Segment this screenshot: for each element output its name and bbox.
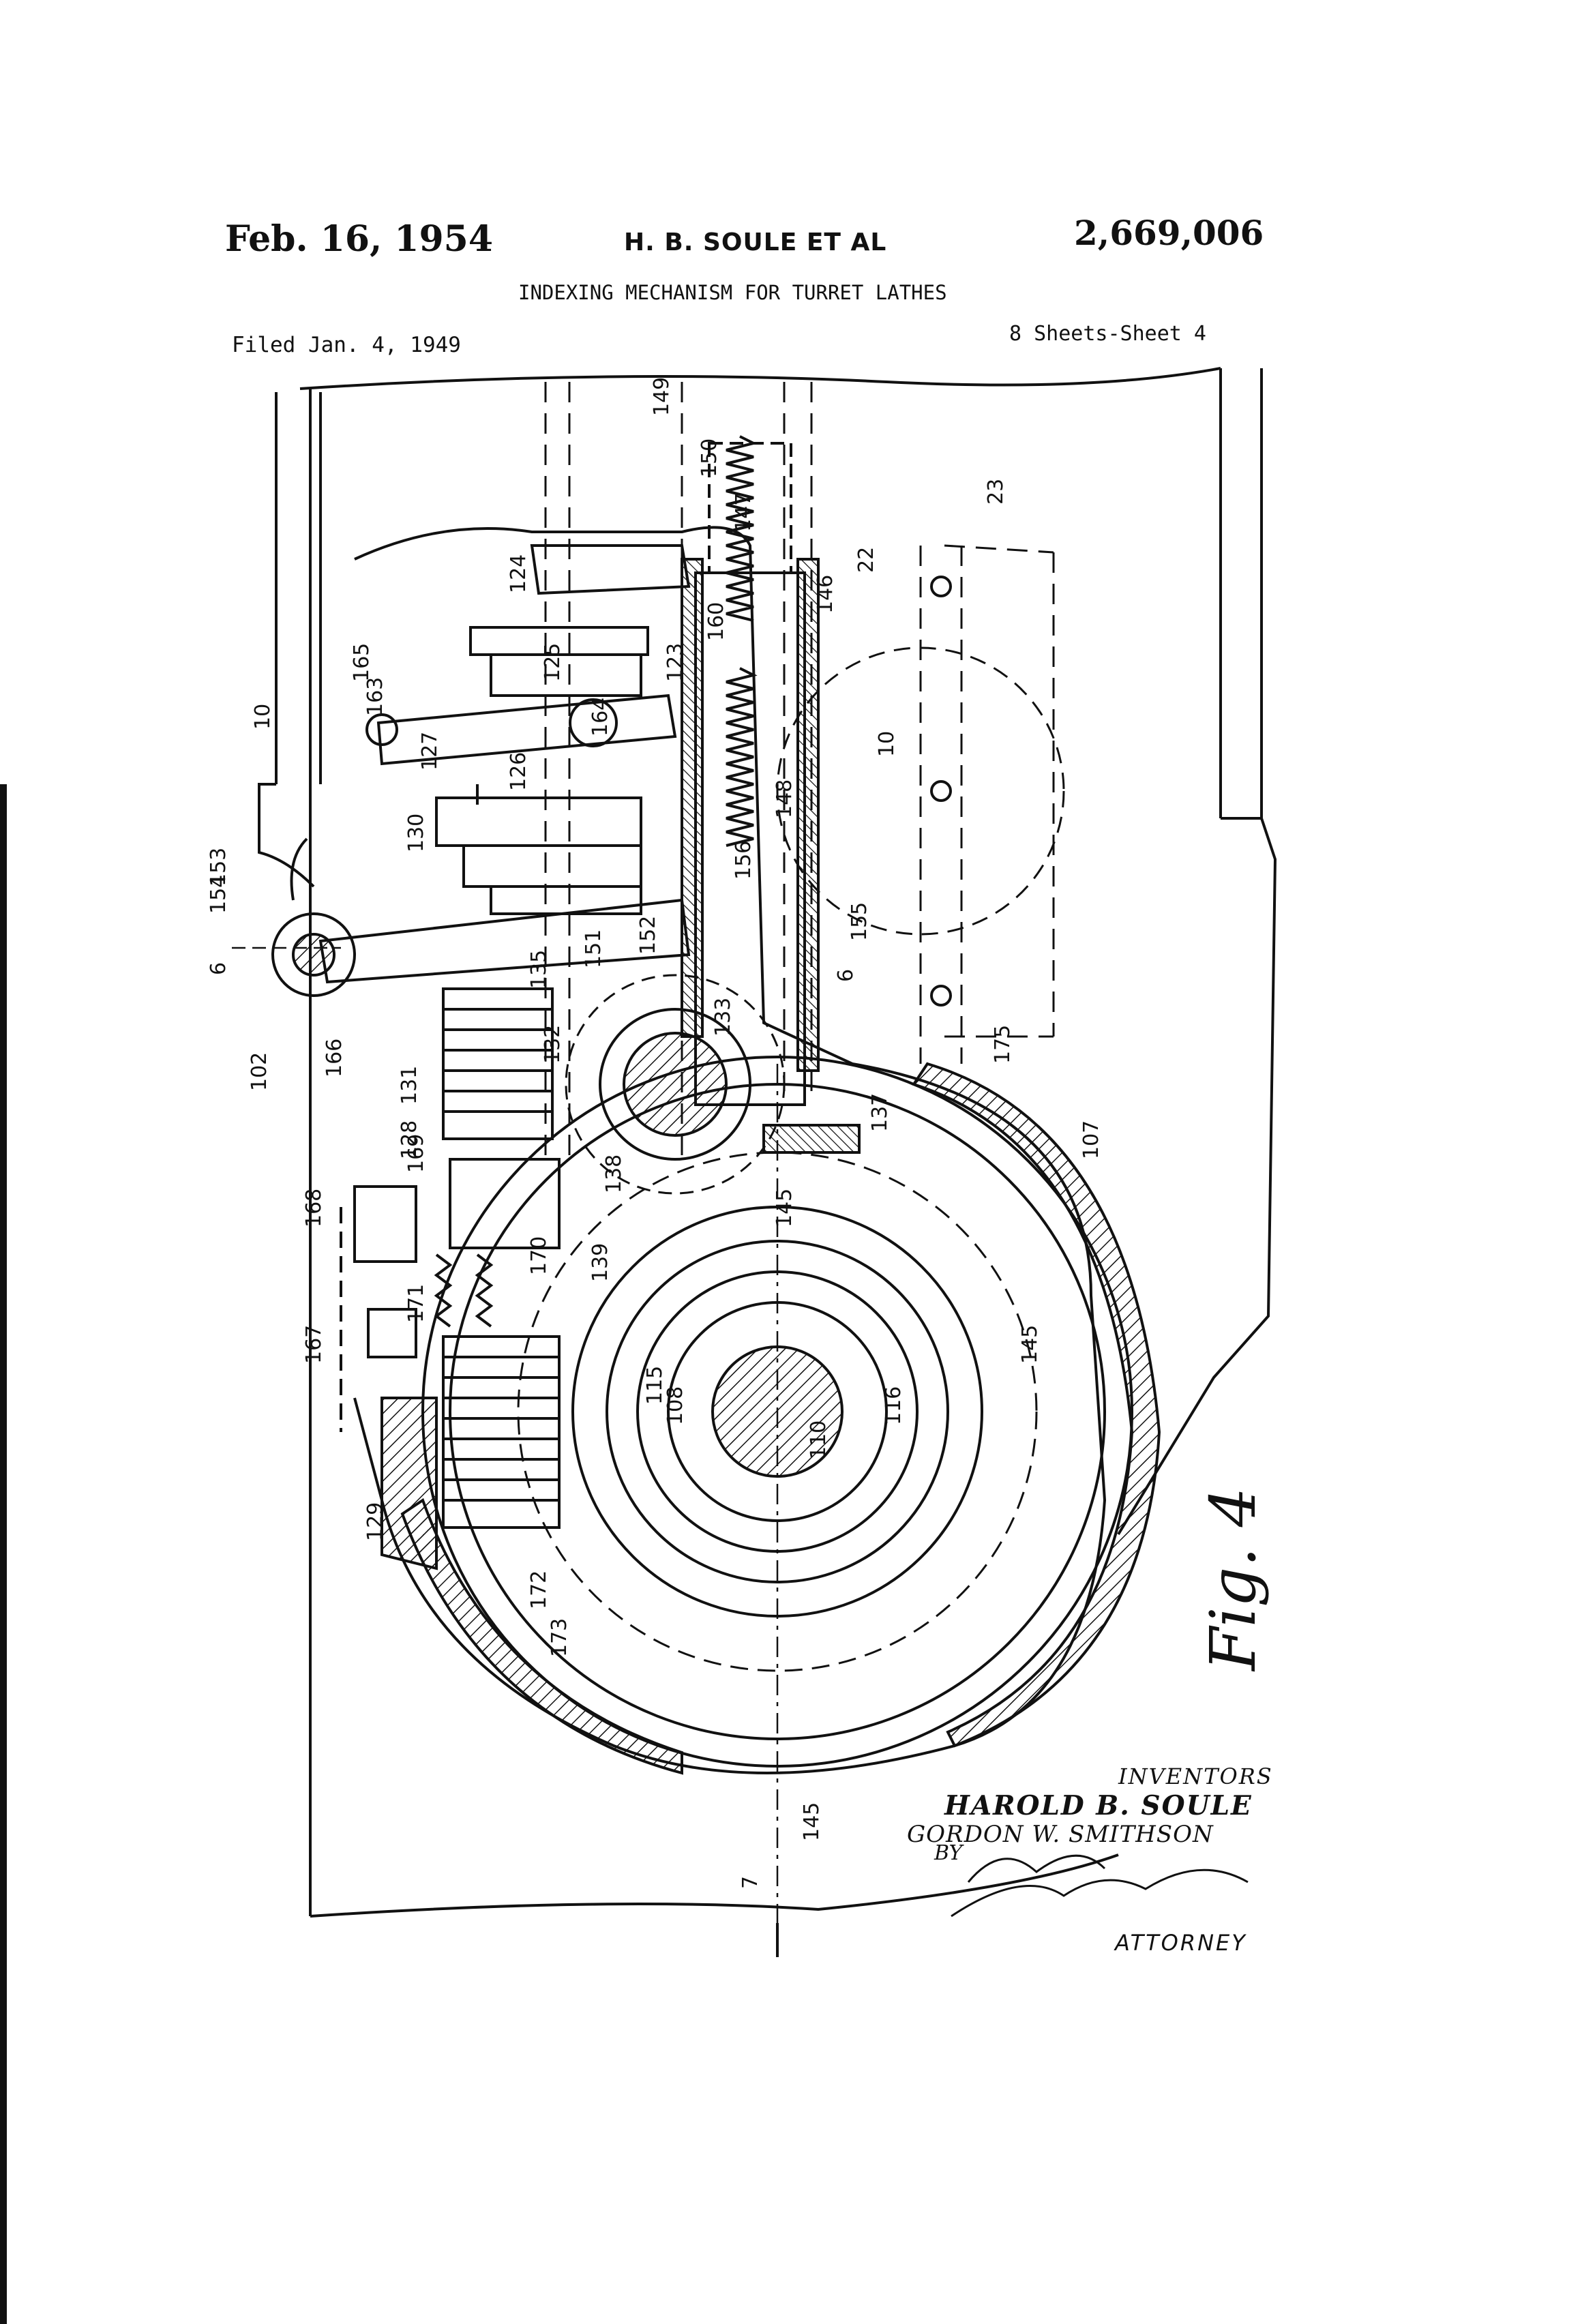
reference-numeral: 172 [527, 1570, 551, 1609]
by-label: BY [934, 1841, 962, 1865]
reference-numeral: 147 [732, 493, 756, 532]
reference-numeral: 130 [404, 814, 428, 852]
figure-label: Fig. 4 [1197, 1487, 1270, 1672]
reference-numeral: 145 [1018, 1325, 1042, 1364]
inventors-heading: INVENTORS [1118, 1763, 1273, 1789]
reference-numeral: 148 [773, 779, 796, 818]
reference-numeral: 156 [732, 841, 756, 880]
reference-numeral: 7 [738, 1876, 762, 1889]
reference-numeral: 110 [807, 1420, 831, 1459]
reference-numeral: 167 [302, 1325, 326, 1364]
reference-numeral: 127 [418, 732, 442, 771]
attorney-label: ATTORNEY [1115, 1930, 1247, 1956]
reference-numeral: 135 [527, 950, 551, 989]
reference-numeral: 165 [350, 643, 374, 682]
reference-numeral: 145 [800, 1802, 824, 1841]
reference-numeral: 139 [588, 1243, 612, 1282]
reference-numeral: 150 [698, 438, 721, 477]
reference-numeral: 116 [882, 1386, 906, 1425]
reference-numeral: 146 [814, 575, 837, 614]
reference-numeral: 175 [991, 1025, 1015, 1064]
reference-numeral: 151 [582, 929, 606, 968]
reference-numeral: 107 [1079, 1120, 1103, 1159]
reference-numeral: 6 [207, 962, 230, 975]
reference-numeral: 152 [636, 916, 660, 955]
reference-numeral: 153 [207, 848, 230, 887]
reference-numeral: 133 [711, 998, 735, 1037]
reference-numeral: 145 [773, 1189, 796, 1227]
reference-numeral: 160 [704, 602, 728, 641]
inventor-name-1: HAROLD B. SOULE [944, 1790, 1253, 1821]
reference-numeral: 155 [848, 902, 871, 941]
reference-numeral: 138 [602, 1154, 626, 1193]
reference-numeral: 10 [875, 731, 899, 757]
reference-numeral: 173 [548, 1618, 571, 1657]
reference-numeral: 126 [507, 752, 531, 791]
reference-numeral: 170 [527, 1236, 551, 1275]
reference-numeral: 125 [541, 643, 565, 682]
reference-numeral: 108 [663, 1386, 687, 1425]
reference-numeral: 123 [663, 643, 687, 682]
reference-numeral: 164 [588, 698, 612, 736]
reference-numeral: 23 [984, 479, 1008, 505]
reference-numeral: 169 [404, 1134, 428, 1173]
reference-numeral: 102 [248, 1052, 271, 1091]
reference-numeral: 132 [541, 1025, 565, 1064]
reference-numeral: 166 [323, 1039, 346, 1077]
reference-numeral: 168 [302, 1189, 326, 1227]
reference-numeral: 124 [507, 554, 531, 593]
reference-numeral: 171 [404, 1284, 428, 1323]
reference-numeral: 10 [251, 704, 275, 730]
reference-numeral: 6 [834, 969, 858, 982]
reference-numeral: 149 [650, 377, 674, 416]
reference-numeral: 137 [868, 1093, 892, 1132]
reference-numeral: 22 [854, 547, 878, 573]
reference-numeral: 163 [363, 677, 387, 716]
reference-numeral: 131 [398, 1066, 421, 1105]
reference-numeral: 129 [363, 1502, 387, 1541]
